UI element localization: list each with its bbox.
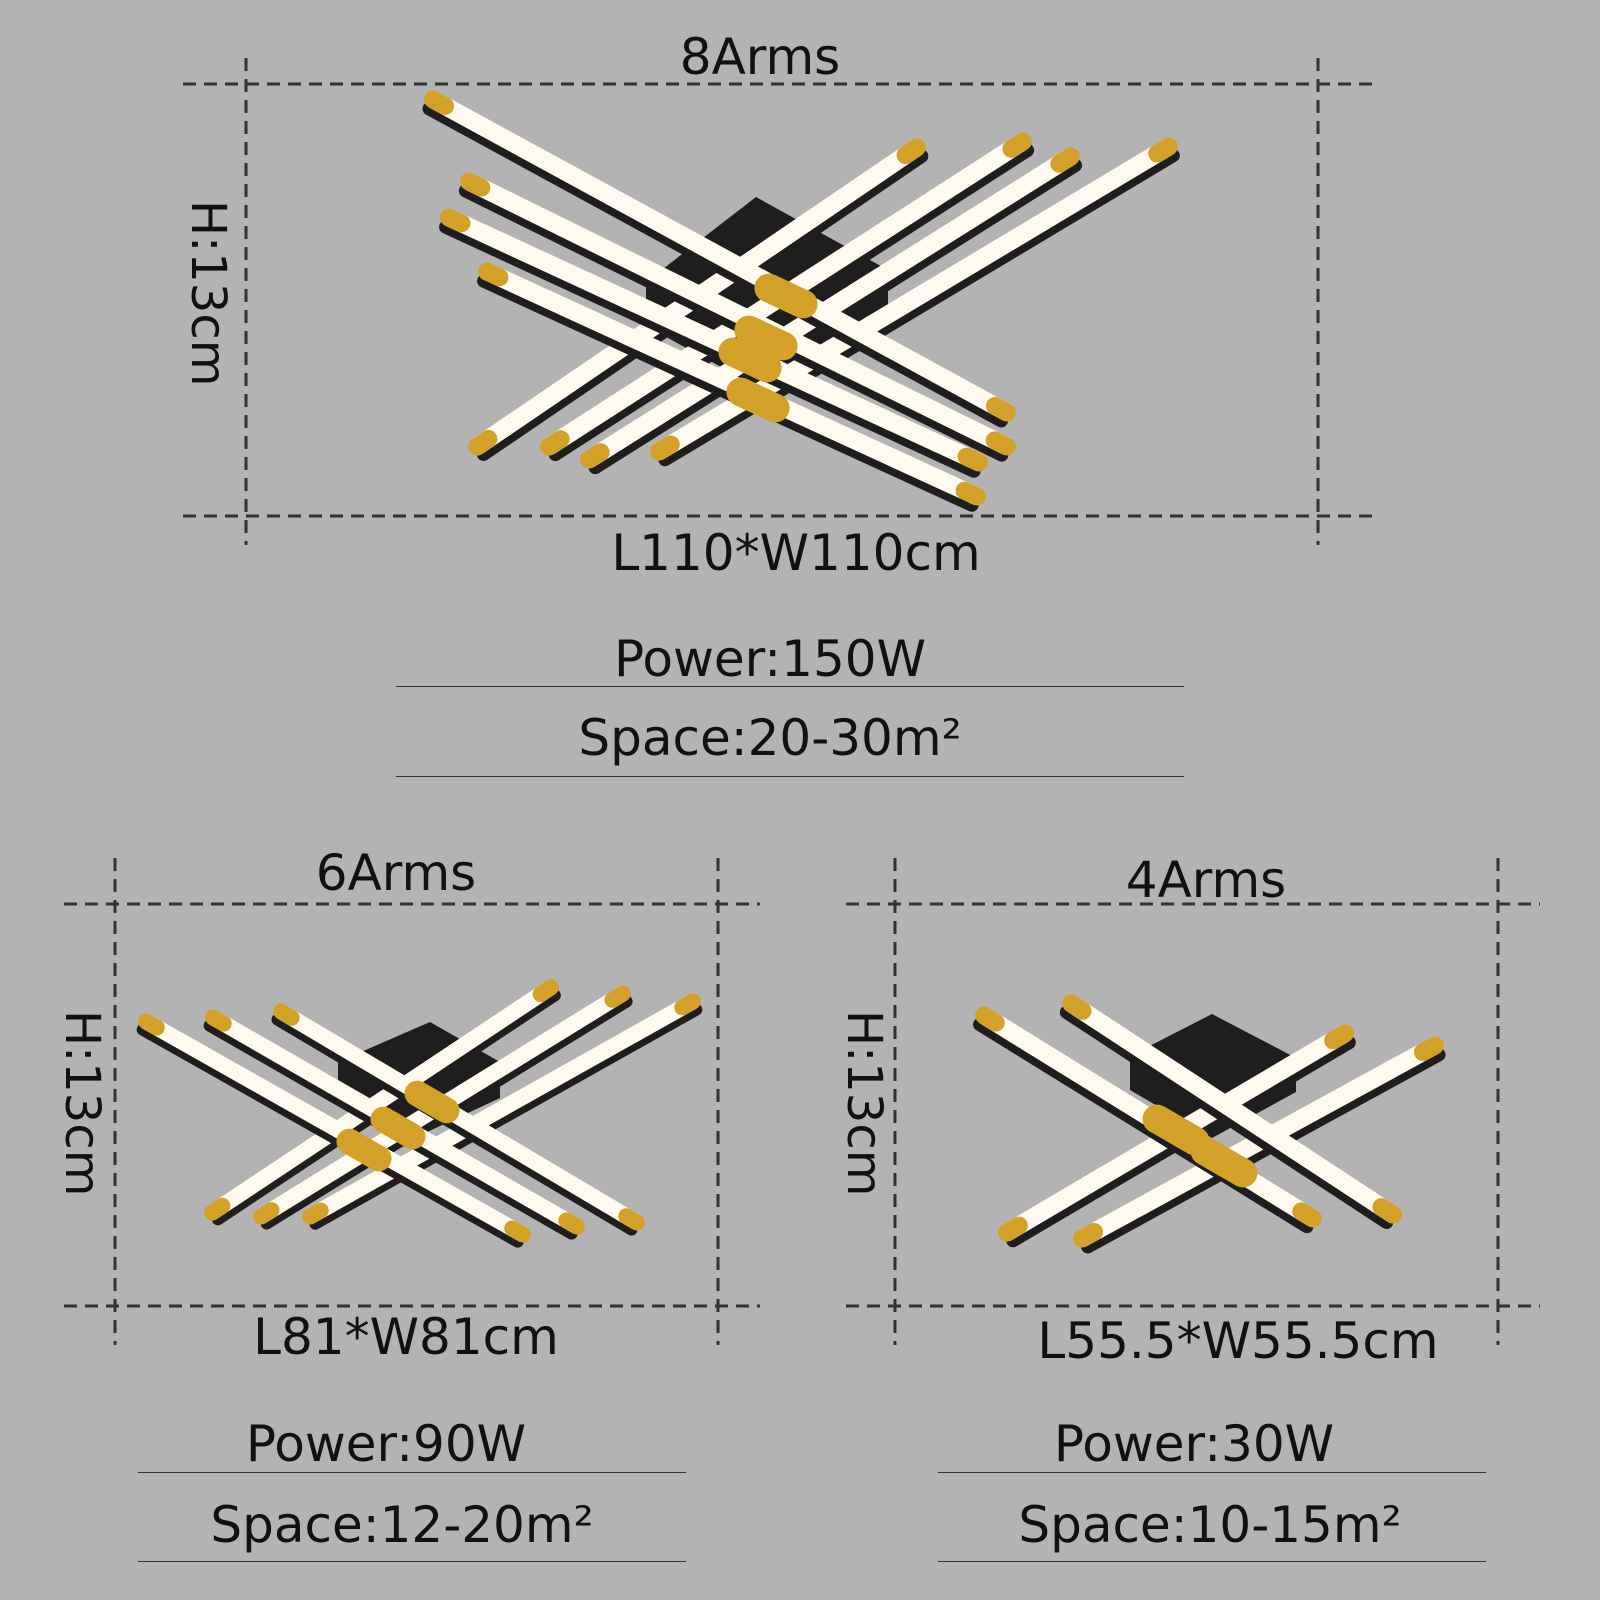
power-underline-4 (938, 1472, 1486, 1473)
arm-8-rise-1-cap-start (468, 429, 498, 456)
arm-6-fall-3-cap-end (618, 1208, 645, 1231)
arm-8-fall-1-cap-start (424, 90, 455, 116)
arm-8-fall-3-tube (441, 209, 987, 471)
joint-6-1 (404, 1080, 460, 1124)
arm-4-fall-2-tube (1063, 995, 1401, 1223)
arm-6-rise-3-cap-end (674, 993, 701, 1016)
arm-4-fall-1-cap-end (1292, 1202, 1322, 1228)
arm-6-fall-2-cap-start (205, 1009, 232, 1032)
canopy-4 (1130, 1014, 1296, 1138)
arm-6-fall-3-tube (274, 1004, 644, 1230)
space-label-6: Space:12-20m² (210, 1496, 594, 1554)
arm-6-fall-1-cap-start (138, 1013, 165, 1036)
arm-8-fall-4-cap-start (478, 262, 509, 287)
arm-6-fall-1-tube (139, 1014, 530, 1242)
arm-8-rise-2-cap-end (1002, 132, 1032, 158)
joint-4-1 (1142, 1104, 1210, 1156)
joint-8-4 (726, 377, 790, 423)
arm-8-fall-2-frame (458, 184, 1009, 462)
size-label-4: L55.5*W55.5cm (1037, 1312, 1439, 1370)
space-label-4: Space:10-15m² (1018, 1496, 1402, 1554)
space-label-8: Space:20-30m² (578, 709, 962, 767)
arm-8-rise-3-cap-end (1050, 147, 1080, 173)
arm-4-fall-2-cap-start (1062, 994, 1092, 1020)
arm-6-fall-2-cap-end (558, 1212, 585, 1235)
power-underline-6 (138, 1472, 686, 1473)
arm-4-fall-1-frame (973, 1017, 1314, 1234)
arm-8-fall-2-cap-end (985, 431, 1016, 456)
space-underline-8 (396, 776, 1184, 777)
arms-label-8: 8Arms (679, 28, 841, 86)
arm-6-rise-3-tube (303, 994, 700, 1224)
arm-8-fall-3-cap-start (440, 208, 471, 233)
height-label-6: H:13cm (54, 1010, 110, 1197)
arm-8-fall-3-cap-end (957, 447, 988, 472)
joint-6-3 (336, 1128, 392, 1172)
arm-8-rise-1-cap-end (896, 138, 926, 165)
power-label-6: Power:90W (245, 1415, 527, 1473)
arm-8-fall-3-frame (439, 220, 981, 478)
joint-8-2 (734, 315, 798, 361)
arm-6-fall-3-frame (271, 1013, 638, 1236)
arm-6-rise-2-cap-end (604, 985, 631, 1008)
arm-8-rise-4-cap-end (1148, 137, 1178, 163)
arm-6-rise-3-cap-start (302, 1202, 329, 1225)
arm-6-fall-1-cap-end (504, 1220, 531, 1243)
arm-4-fall-2-cap-end (1372, 1198, 1402, 1224)
joint-8-3 (718, 337, 782, 383)
joint-8-1 (754, 273, 818, 319)
arm-6-fall-1-frame (136, 1023, 524, 1248)
arm-6-fall-3-cap-start (273, 1003, 300, 1026)
arm-8-fall-2-tube (461, 173, 1015, 455)
arm-8-rise-2-cap-start (540, 430, 570, 456)
arm-8-fall-1-tube (425, 91, 1015, 421)
power-label-8: Power:150W (613, 630, 927, 688)
arm-4-rise-2-cap-start (1073, 1222, 1104, 1248)
arm-8-fall-2-cap-start (460, 172, 491, 197)
height-label-8: H:13cm (180, 200, 236, 387)
height-label-4: H:13cm (836, 1010, 892, 1197)
space-underline-4 (938, 1561, 1486, 1562)
space-underline-6 (138, 1561, 686, 1562)
arm-6-rise-2-cap-start (253, 1202, 280, 1225)
power-underline-8 (396, 686, 1184, 687)
arm-4-rise-2-cap-end (1413, 1036, 1444, 1062)
arm-8-fall-1-cap-end (985, 396, 1016, 422)
joint-6-2 (370, 1106, 426, 1150)
arm-6-rise-3-frame (309, 1003, 703, 1230)
arm-8-fall-4-cap-end (955, 481, 986, 506)
joint-4-2 (1190, 1136, 1258, 1188)
arm-6-rise-1-cap-end (532, 979, 559, 1003)
arm-8-fall-1-frame (422, 101, 1009, 428)
arms-label-4: 4Arms (1125, 851, 1287, 909)
arm-4-rise-2-frame (1081, 1047, 1446, 1254)
arm-4-rise-1-cap-start (998, 1216, 1028, 1242)
arm-8-rise-3-cap-start (580, 443, 610, 469)
power-label-4: Power:30W (1053, 1415, 1335, 1473)
size-label-8: L110*W110cm (611, 524, 981, 582)
arms-label-6: 6Arms (315, 844, 477, 902)
arm-4-rise-1-cap-end (1324, 1024, 1354, 1050)
arm-8-rise-4-cap-start (650, 435, 680, 461)
arm-6-rise-1-tube (205, 980, 558, 1220)
arm-6-rise-1-cap-start (204, 1197, 231, 1221)
arm-4-fall-2-frame (1059, 1005, 1394, 1230)
arm-4-fall-1-cap-start (975, 1006, 1005, 1032)
size-label-6: L81*W81cm (253, 1308, 559, 1366)
